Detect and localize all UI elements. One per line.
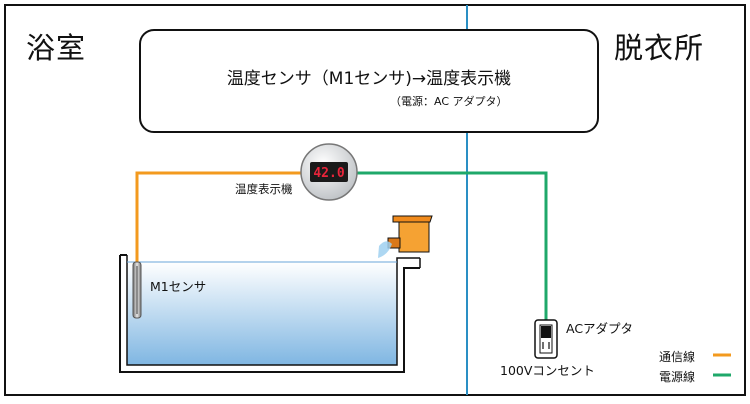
diagram-subtitle: （電源：AC アダプタ） [390, 95, 508, 108]
room-label-dressing-room: 脱衣所 [614, 31, 705, 65]
bathtub-inner-wall [126, 255, 420, 366]
title-box [139, 29, 599, 133]
m1-sensor-probe [132, 261, 142, 319]
display-unit-label: 温度表示機 [235, 182, 293, 196]
sensor-label: M1センサ [150, 279, 207, 294]
communication-wire [135, 171, 302, 264]
temperature-display-unit: 42.0 [300, 143, 358, 201]
power-wire [356, 171, 548, 320]
bathtub-outer-wall [119, 255, 420, 373]
faucet-icon [378, 215, 433, 258]
ac-adapter-label: ACアダプタ [566, 321, 634, 336]
legend-power-label: 電源線 [659, 370, 696, 384]
outlet-label: 100Vコンセント [500, 363, 595, 378]
legend-communication-label: 通信線 [659, 350, 696, 364]
display-reading: 42.0 [313, 166, 344, 181]
ac-adapter-outlet [534, 319, 558, 359]
diagram-title: 温度センサ（M1センサ)→温度表示機 [226, 69, 512, 89]
bath-water [127, 262, 397, 365]
outer-frame [4, 4, 746, 396]
room-label-bathroom: 浴室 [26, 31, 87, 65]
